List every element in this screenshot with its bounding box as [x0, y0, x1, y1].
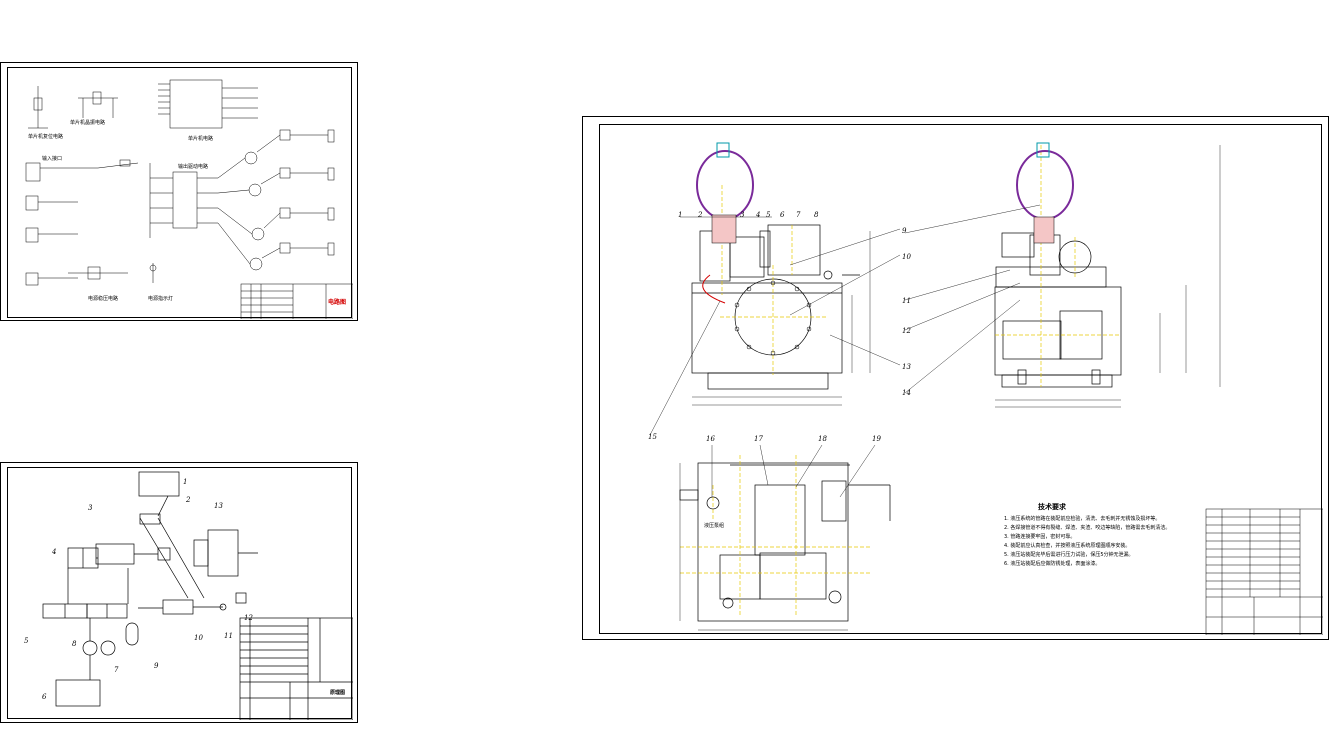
circuit-title: 电路图	[328, 298, 346, 306]
balloon-f8: 8	[814, 211, 819, 219]
balloon-s14: 14	[902, 389, 911, 397]
assembly-drawing: 技术要求 1. 液压系统的管路在装配前应检验，清洗、去毛刺并无锈蚀及损坏等。 2…	[648, 142, 1323, 635]
balloon-2: 2	[185, 496, 191, 504]
balloon-t17: 17	[754, 435, 763, 443]
assembly-sheet: 技术要求 1. 液压系统的管路在装配前应检验，清洗、去毛刺并无锈蚀及损坏等。 2…	[582, 116, 1329, 640]
balloon-t19: 19	[872, 435, 881, 443]
balloon-9: 9	[154, 662, 159, 670]
balloon-s13: 13	[902, 363, 911, 371]
balloon-t15: 15	[648, 433, 657, 441]
balloon-s11: 11	[902, 297, 911, 305]
tech-line-1: 1. 液压系统的管路在装配前应检验，清洗、去毛刺并无锈蚀及损坏等。	[1004, 515, 1160, 522]
schematic-diagram: 1 2 3 4 5 6 7 8 9 10 11 12 13 原理图	[24, 471, 353, 720]
label-reset-circuit: 单片机复位电路	[28, 133, 63, 140]
balloon-f3: 3	[740, 211, 745, 219]
label-output-driver: 输出驱动电路	[178, 163, 208, 170]
balloon-3: 3	[88, 504, 93, 512]
tech-line-5: 5. 液压站装配完毕后需进行压力试验，保压5分钟无泄漏。	[1004, 551, 1134, 558]
circuit-sheet: 单片机复位电路 单片机晶振电路 单片机电路 输入接口 输出驱动电路 电源稳压电路…	[0, 62, 358, 321]
balloon-7: 7	[114, 666, 119, 674]
circuit-diagram: 单片机复位电路 单片机晶振电路 单片机电路 输入接口 输出驱动电路 电源稳压电路…	[25, 79, 353, 319]
balloon-f5: 5	[766, 211, 771, 219]
schematic-sheet: 1 2 3 4 5 6 7 8 9 10 11 12 13 原理图	[0, 462, 358, 723]
balloon-6: 6	[42, 693, 47, 701]
balloon-f1: 1	[678, 211, 682, 219]
balloon-5: 5	[24, 637, 29, 645]
label-crystal-circuit: 单片机晶振电路	[70, 119, 105, 126]
tech-line-2: 2. 各焊接管道不得有裂缝、焊渣、夹渣、咬边等缺陷，管路需去毛刺清洁。	[1004, 524, 1170, 531]
balloon-f7: 7	[796, 211, 801, 219]
balloon-s9: 9	[902, 227, 907, 235]
balloon-f6: 6	[780, 211, 785, 219]
balloon-11: 11	[224, 632, 233, 640]
label-mcu-circuit: 单片机电路	[188, 135, 213, 142]
tech-line-6: 6. 液压站装配后应做防锈处理，表面涂漆。	[1004, 560, 1100, 567]
balloon-10: 10	[194, 634, 203, 642]
tech-line-4: 4. 装配前应认真检查，并按照液压系统原理图顺序安装。	[1004, 542, 1130, 549]
circuit-frame: 单片机复位电路 单片机晶振电路 单片机电路 输入接口 输出驱动电路 电源稳压电路…	[7, 67, 353, 319]
balloon-1: 1	[183, 478, 187, 486]
balloon-f2: 2	[697, 211, 703, 219]
label-power-indicator: 电源指示灯	[148, 295, 173, 302]
assembly-frame: 技术要求 1. 液压系统的管路在装配前应检验，清洗、去毛刺并无锈蚀及损坏等。 2…	[599, 124, 1323, 635]
balloon-s10: 10	[902, 253, 911, 261]
tech-title: 技术要求	[1038, 502, 1067, 511]
pump-unit-label: 液压泵组	[704, 522, 724, 529]
balloon-s12: 12	[902, 327, 911, 335]
schematic-title: 原理图	[330, 689, 345, 696]
balloon-t18: 18	[818, 435, 827, 443]
balloon-13: 13	[214, 502, 223, 510]
label-power-regulator: 电源稳压电路	[88, 295, 118, 302]
schematic-frame: 1 2 3 4 5 6 7 8 9 10 11 12 13 原理图	[7, 467, 353, 720]
balloon-4: 4	[51, 548, 56, 556]
label-input-interface: 输入接口	[42, 155, 62, 162]
balloon-8: 8	[72, 640, 77, 648]
balloon-12: 12	[244, 614, 253, 622]
tech-line-3: 3. 管路连接要牢固，密封可靠。	[1004, 533, 1075, 540]
balloon-f4: 4	[755, 211, 760, 219]
balloon-t16: 16	[706, 435, 715, 443]
